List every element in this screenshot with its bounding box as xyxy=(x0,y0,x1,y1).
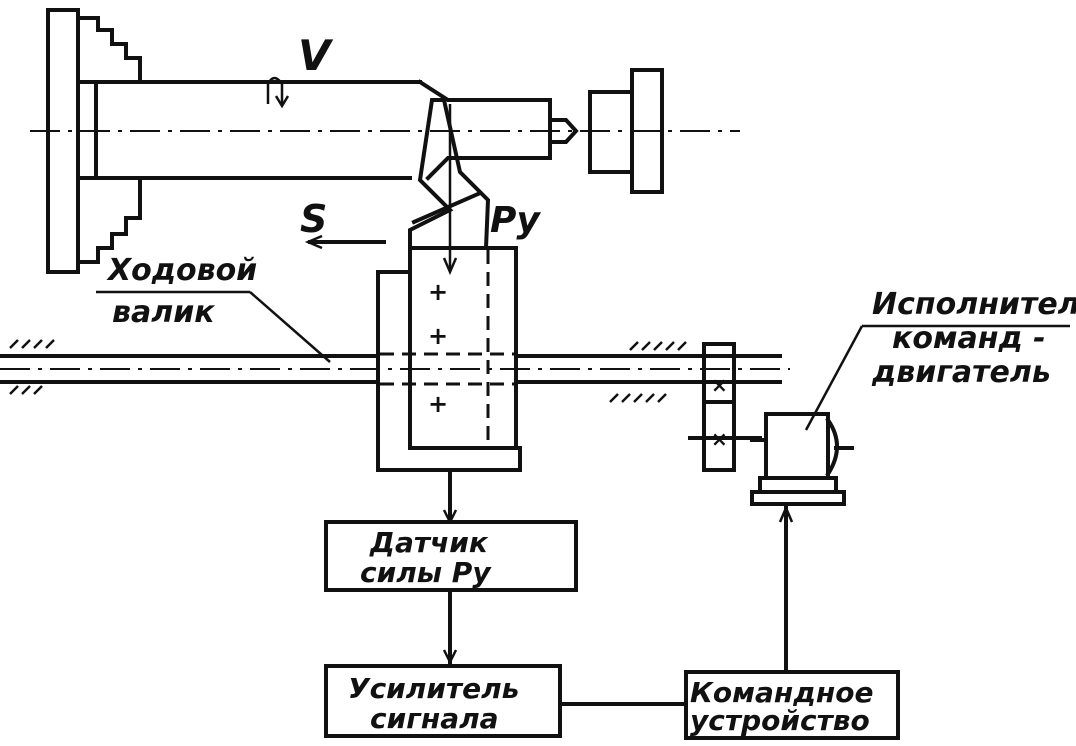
sensor-block: Датчик силы Pу xyxy=(324,520,578,592)
motor-label-line1: Исполнител xyxy=(872,287,1076,322)
command-device-block: Командное устройство xyxy=(684,670,900,740)
lead-shaft-label-line2: валик xyxy=(112,295,215,330)
tool-holder: + + + xyxy=(376,246,522,472)
svg-text:×: × xyxy=(711,373,728,397)
command-block-line1: Командное xyxy=(690,676,873,709)
chuck xyxy=(46,8,142,274)
signal-lines xyxy=(442,468,794,706)
lead-shaft xyxy=(0,339,790,403)
tailstock xyxy=(548,68,664,194)
command-block-line2: устройство xyxy=(690,704,870,737)
force-label: Pу xyxy=(490,200,541,241)
motor-label-line3: двигатель xyxy=(871,355,1051,390)
amplifier-block-line2: сигнала xyxy=(370,702,499,735)
gear-pair: × × xyxy=(688,342,762,472)
svg-text:+: + xyxy=(428,390,448,418)
sensor-block-line1: Датчик xyxy=(369,526,489,559)
amplifier-block-line1: Усилитель xyxy=(348,672,519,705)
workpiece xyxy=(76,79,552,181)
svg-text:+: + xyxy=(428,322,448,350)
rotation-arrow-icon xyxy=(266,76,284,104)
lead-shaft-label-line1: Ходовой xyxy=(106,253,257,288)
executive-motor xyxy=(750,412,854,506)
svg-text:+: + xyxy=(428,278,448,306)
amplifier-block: Усилитель сигнала xyxy=(324,664,562,738)
velocity-label: V xyxy=(298,31,334,80)
sensor-block-line2: силы Pу xyxy=(360,556,492,589)
feed-label: S xyxy=(300,197,327,241)
